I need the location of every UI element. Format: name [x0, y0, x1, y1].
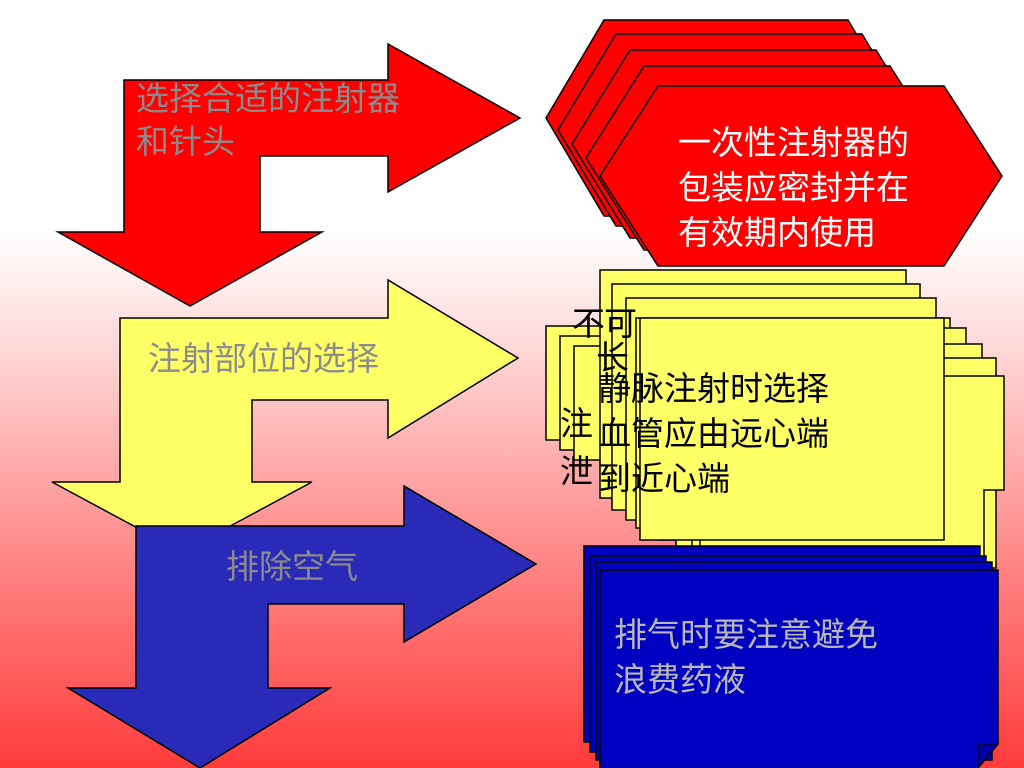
card-2-line-3: 到近心端	[598, 459, 730, 499]
card-3-line-1: 排气时要注意避免	[614, 615, 878, 654]
step-3-label: 排除空气	[226, 547, 358, 586]
card-3-page-fold	[977, 743, 1000, 768]
card-2-text: 静脉注射时选择 血管应由远心端 到近心端	[598, 366, 829, 502]
step-1-label: 选择合适的注射器 和针头	[136, 78, 400, 164]
card-2-peek-5: 泄	[560, 452, 593, 491]
card-1-line-1: 一次性注射器的	[678, 123, 909, 162]
card-1-line-2: 包装应密封并在	[678, 168, 909, 208]
card-2-stack	[545, 269, 1005, 581]
step-3-arrow	[65, 484, 538, 768]
card-1-line-3: 有效期内使用	[678, 213, 876, 253]
card-2-peek-3: 长	[596, 338, 629, 377]
card-1-text: 一次性注射器的 包装应密封并在 有效期内使用	[678, 120, 909, 256]
card-2-peek-1: 不	[572, 304, 605, 343]
card-2-peek-2: 可	[604, 304, 637, 343]
card-2-line-1: 静脉注射时选择	[598, 369, 829, 408]
step-1-label-line2: 和针头	[136, 121, 235, 161]
step-2-arrow	[51, 278, 520, 553]
card-3-stack	[583, 545, 999, 768]
step-1-label-line1: 选择合适的注射器	[136, 79, 400, 118]
card-2-peek-4: 注	[560, 404, 593, 443]
step-1-arrow	[55, 42, 522, 307]
card-3-line-2: 浪费药液	[614, 660, 746, 700]
card-2-line-2: 血管应由远心端	[598, 414, 829, 454]
card-3-text: 排气时要注意避免 浪费药液	[614, 612, 878, 702]
step-2-label: 注射部位的选择	[148, 339, 379, 378]
card-1-stack	[545, 19, 1003, 267]
